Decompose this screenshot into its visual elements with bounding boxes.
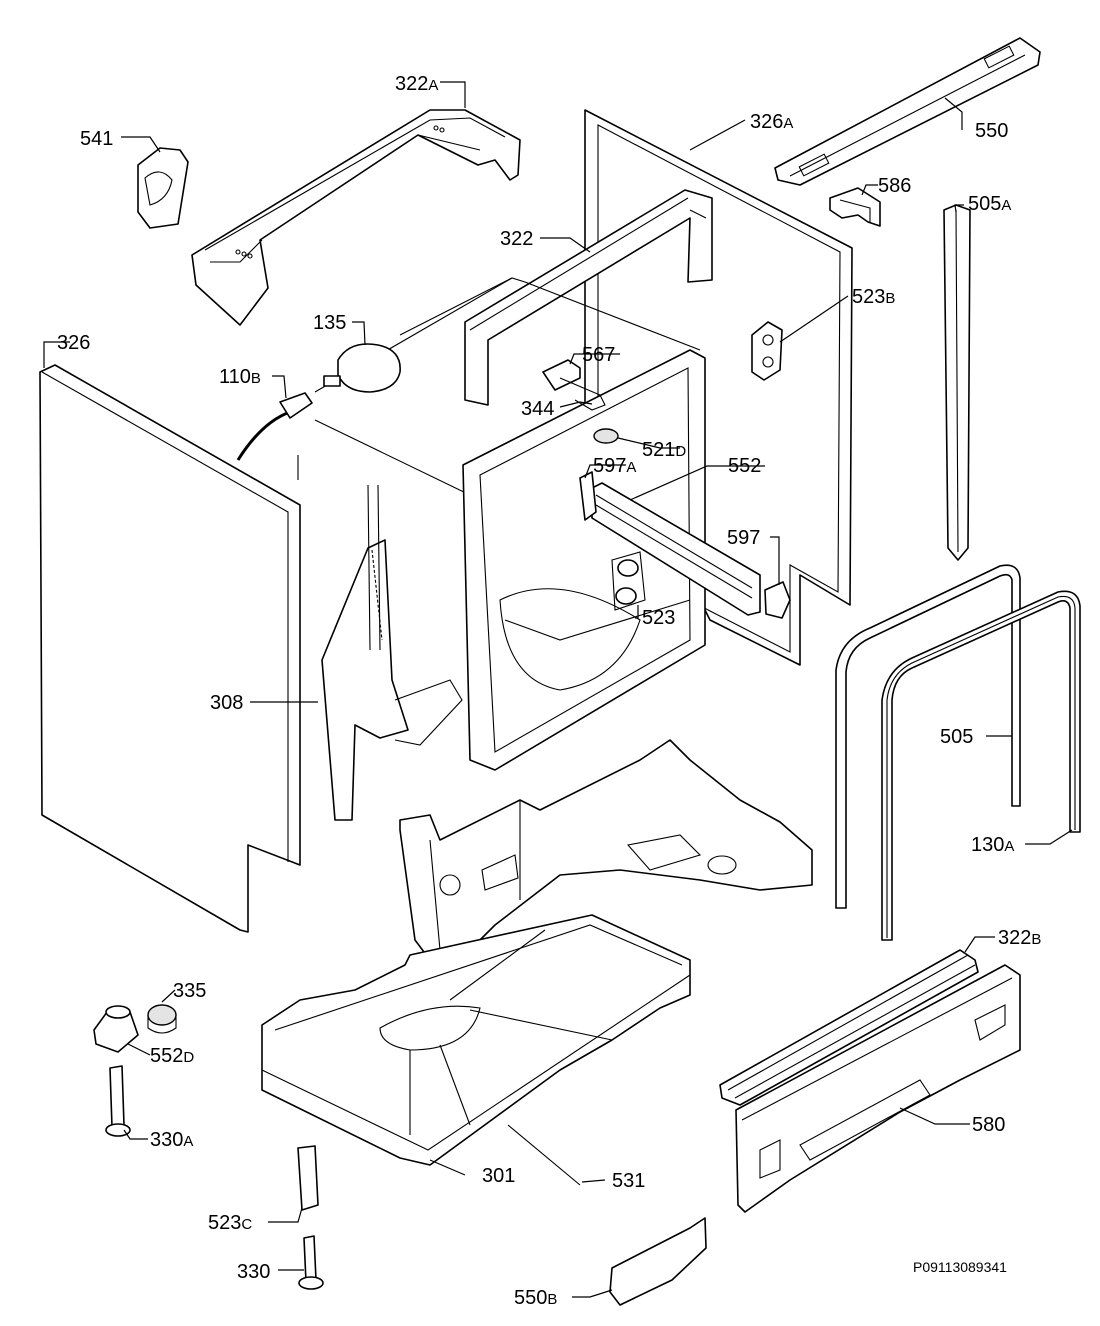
- callout-322: 322: [500, 228, 533, 250]
- callout-550b: 550B: [514, 1287, 557, 1309]
- float-135: [323, 277, 513, 393]
- callout-523b: 523B: [852, 286, 895, 308]
- door-frame: [462, 349, 706, 771]
- gasket-505: [835, 564, 1021, 909]
- callout-550: 550: [975, 120, 1008, 142]
- callout-335: 335: [173, 980, 206, 1002]
- hose-110b: [236, 392, 313, 480]
- callout-586: 586: [878, 175, 911, 197]
- callout-326: 326: [57, 332, 90, 354]
- bar-552: [591, 482, 761, 616]
- bracket-523c: [297, 1145, 319, 1211]
- clip-597: [764, 581, 791, 619]
- callout-552: 552: [728, 455, 761, 477]
- gasket-130a: [881, 590, 1081, 941]
- callout-110b: 110B: [219, 366, 261, 388]
- callout-505: 505: [940, 726, 973, 748]
- clip-597a: [579, 471, 597, 521]
- frame-322: [464, 189, 713, 406]
- callout-597a: 597A: [593, 455, 636, 477]
- trim-580: [735, 964, 1021, 1213]
- callout-130a: 130A: [971, 834, 1014, 856]
- callout-580: 580: [972, 1114, 1005, 1136]
- ring-521d: [593, 428, 619, 444]
- hinge-308: [321, 484, 463, 821]
- nozzle-523: [611, 551, 646, 611]
- callout-322a: 322A: [395, 73, 438, 95]
- clip-541: [137, 147, 189, 229]
- rail-322b: [719, 949, 979, 1106]
- front-panel-326: [39, 364, 301, 933]
- part-335: [147, 1004, 177, 1034]
- callout-552d: 552D: [150, 1045, 194, 1067]
- callout-326a: 326A: [750, 111, 793, 133]
- valve-552d: [93, 1005, 139, 1053]
- drawing-code: P09113089341: [913, 1259, 1007, 1275]
- callout-531: 531: [612, 1170, 645, 1192]
- callout-308: 308: [210, 692, 243, 714]
- callout-505a: 505A: [968, 193, 1011, 215]
- callout-344: 344: [521, 398, 554, 420]
- cover-550b: [609, 1217, 707, 1306]
- screw-330a: [105, 1065, 131, 1137]
- callout-322b: 322B: [998, 927, 1041, 949]
- callout-541: 541: [80, 128, 113, 150]
- callout-521d: 521D: [642, 439, 686, 461]
- top-frame-322a: [191, 109, 521, 326]
- top-rail-550: [774, 37, 1041, 186]
- callout-330: 330: [237, 1261, 270, 1283]
- strip-505a: [943, 204, 971, 561]
- bracket-586: [829, 187, 881, 227]
- callout-523c: 523C: [208, 1212, 252, 1234]
- part-567-344: [542, 359, 606, 411]
- grommet-523b: [751, 321, 783, 381]
- callout-135: 135: [313, 312, 346, 334]
- callout-523: 523: [642, 607, 675, 629]
- callout-567: 567: [582, 344, 615, 366]
- leader-lines: [43, 81, 1073, 1298]
- callout-301: 301: [482, 1165, 515, 1187]
- screw-330: [298, 1235, 324, 1290]
- callout-597: 597: [727, 527, 760, 549]
- tray-301: [261, 914, 691, 1186]
- callout-330a: 330A: [150, 1129, 193, 1151]
